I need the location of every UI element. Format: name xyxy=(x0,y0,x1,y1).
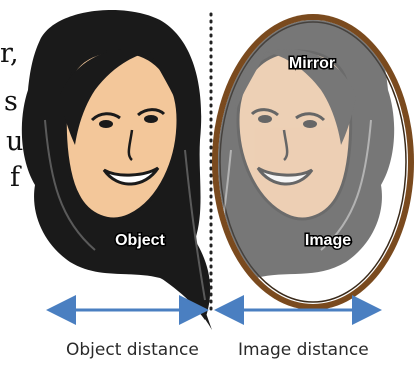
image-distance-caption: Image distance xyxy=(238,340,369,360)
object-label: Object xyxy=(115,232,165,249)
image-label: Image xyxy=(305,232,351,249)
object-face-icon xyxy=(22,10,212,330)
mirror-label: Mirror xyxy=(289,55,335,72)
object-distance-caption: Object distance xyxy=(66,340,199,360)
